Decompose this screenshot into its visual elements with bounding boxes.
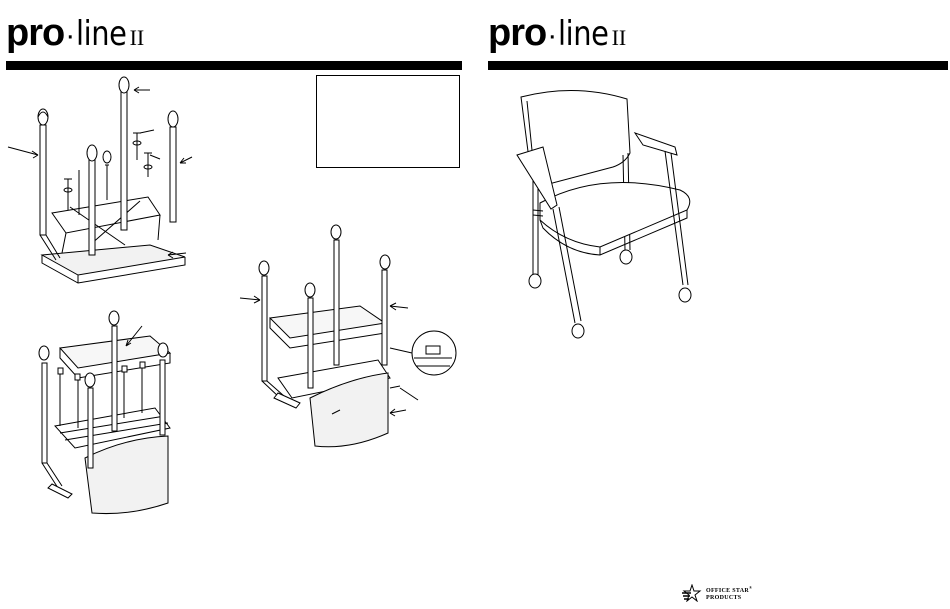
illustration-step-3 xyxy=(240,228,465,458)
logo-dot: · xyxy=(547,21,557,51)
brand-line-1: OFFICE STAR xyxy=(706,588,749,594)
trademark: ® xyxy=(749,585,752,590)
illustration-step-1 xyxy=(0,75,220,290)
logo-dot: · xyxy=(65,21,75,51)
note-box xyxy=(316,75,460,168)
header-rule xyxy=(488,61,948,70)
logo-mark: II xyxy=(612,27,627,49)
logo-line: line xyxy=(558,17,608,51)
logo-pro: pro xyxy=(6,14,64,52)
header-rule xyxy=(6,61,462,70)
proline-logo: pro · line II xyxy=(6,14,144,52)
star-logo-icon xyxy=(682,584,702,602)
proline-logo: pro · line II xyxy=(488,14,626,52)
illustration-step-2 xyxy=(30,308,190,523)
caster-1 xyxy=(38,109,48,125)
chair-illustration xyxy=(505,85,695,345)
right-page: pro · line II xyxy=(475,0,950,609)
office-star-logo: OFFICE STAR® PRODUCTS xyxy=(682,584,752,602)
logo-line: line xyxy=(76,17,126,51)
left-page: pro · line II xyxy=(0,0,475,609)
brand-line-2: PRODUCTS xyxy=(706,595,752,602)
logo-mark: II xyxy=(130,27,145,49)
logo-pro: pro xyxy=(488,14,546,52)
